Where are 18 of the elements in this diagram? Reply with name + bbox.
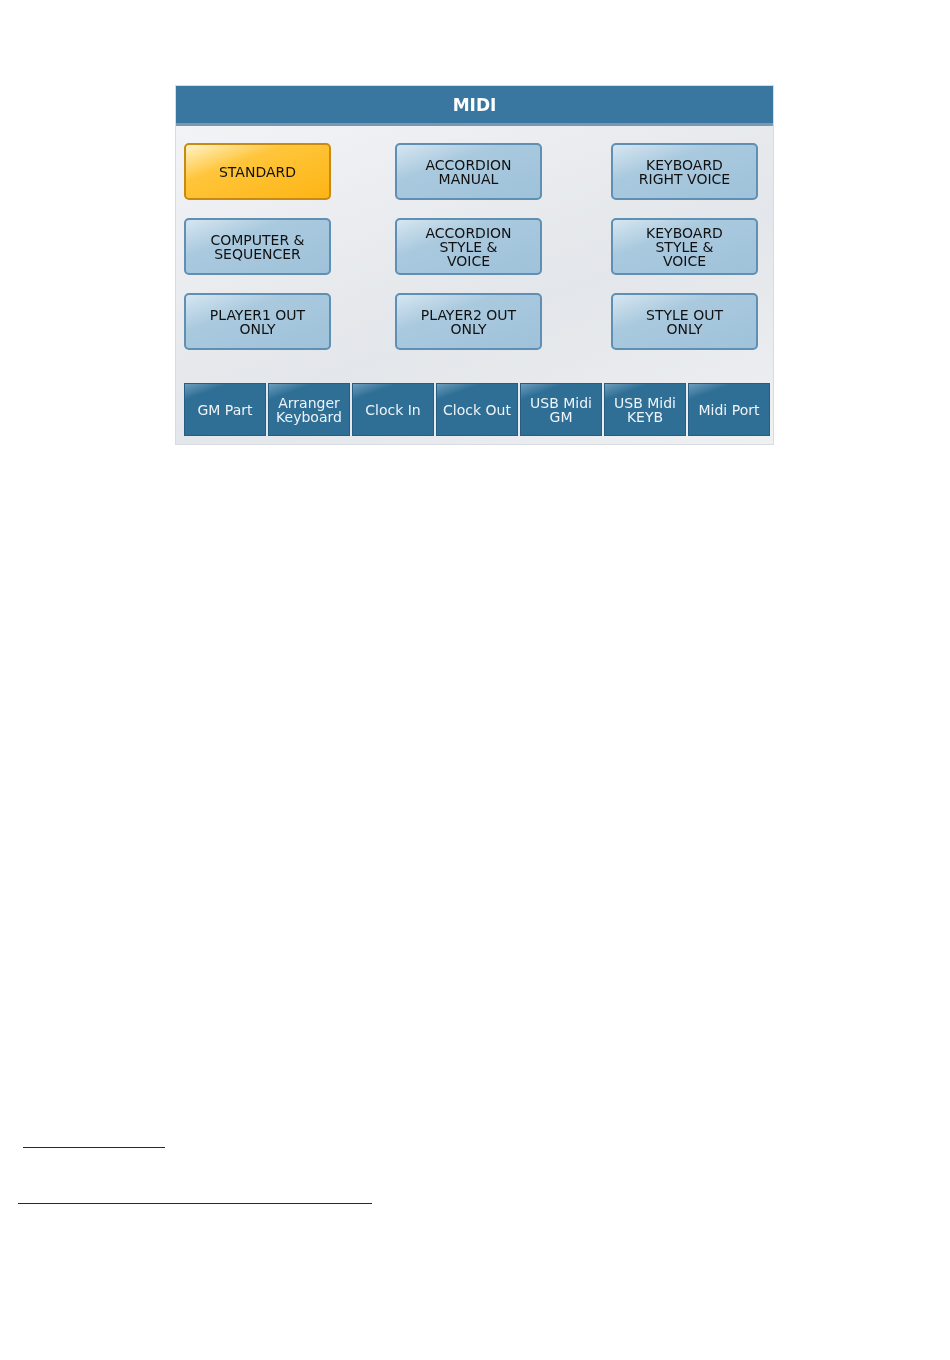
menu-button: COMPUTER & SEQUENCER: [184, 218, 331, 275]
menu-button: ACCORDION MANUAL: [395, 143, 542, 200]
menu-button: PLAYER1 OUT ONLY: [184, 293, 331, 350]
menu-button: KEYBOARD RIGHT VOICE: [611, 143, 758, 200]
menu-button: Midi Port: [688, 383, 770, 436]
menu-button: ACCORDION STYLE & VOICE: [395, 218, 542, 275]
menu-button: USB Midi GM: [520, 383, 602, 436]
menu-button: USB Midi KEYB: [604, 383, 686, 436]
menu-button: PLAYER2 OUT ONLY: [395, 293, 542, 350]
menu-button: Clock Out: [436, 383, 518, 436]
menu-button: STANDARD: [184, 143, 331, 200]
menu-button: KEYBOARD STYLE & VOICE: [611, 218, 758, 275]
menu-screen: [175, 85, 774, 445]
menu-button: Clock In: [352, 383, 434, 436]
menu-button: GM Part: [184, 383, 266, 436]
menu-button: STYLE OUT ONLY: [611, 293, 758, 350]
screen-title: MIDI: [176, 86, 773, 126]
menu-button: Arranger Keyboard: [268, 383, 350, 436]
